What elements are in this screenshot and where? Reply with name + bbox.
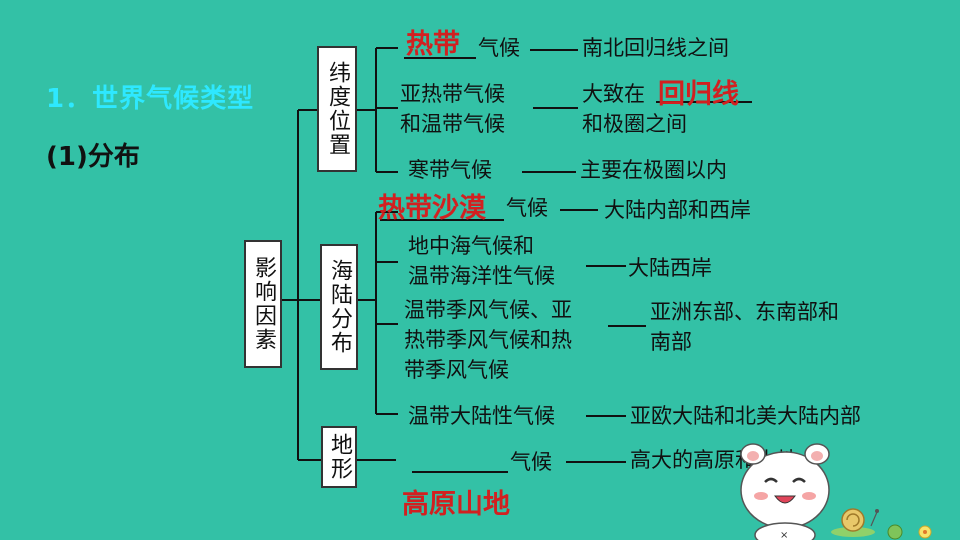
row-ls-1-suffix: 气候 (506, 196, 548, 220)
row-ls-3-left2: 热带季风气候和热 (404, 328, 572, 352)
group-box-terrain: 地形 (321, 426, 357, 488)
cartoon-cat-mascot-icon: × (740, 443, 932, 540)
answer-tropical: 热带 (406, 29, 460, 60)
section-title: 1．世界气候类型 (46, 84, 255, 114)
group-box-latitude: 纬度位置 (317, 46, 357, 172)
row-ls-3-left3: 带季风气候 (404, 358, 509, 382)
row-lat-1-suffix: 气候 (478, 36, 520, 60)
answer-plateau-mountain: 高原山地 (402, 489, 510, 520)
row-lat-3-result: 主要在极圈以内 (580, 158, 727, 182)
group-label-land-sea: 海陆分布 (327, 259, 352, 355)
row-ls-1-result: 大陆内部和西岸 (604, 198, 751, 222)
row-ls-2-result: 大陆西岸 (628, 256, 712, 280)
row-lat-2-result2: 和极圈之间 (582, 112, 687, 136)
answer-tropical-desert: 热带沙漠 (378, 193, 486, 224)
root-box-label: 影响因素 (251, 256, 276, 352)
row-lat-2-left2: 和温带气候 (400, 112, 505, 136)
section-subtitle: (1)分布 (46, 142, 140, 172)
row-lat-1-result: 南北回归线之间 (582, 36, 729, 60)
row-ls-3-result2: 南部 (650, 330, 692, 354)
svg-text:×: × (780, 530, 788, 540)
snail-icon (831, 508, 879, 537)
group-label-terrain: 地形 (327, 433, 352, 481)
row-ls-3-result1: 亚洲东部、东南部和 (650, 300, 839, 324)
answer-tropic-line: 回归线 (658, 79, 739, 110)
row-terrain-suffix: 气候 (510, 450, 552, 474)
group-box-land-sea: 海陆分布 (320, 244, 358, 370)
group-label-latitude: 纬度位置 (325, 61, 350, 157)
row-ls-2-left2: 温带海洋性气候 (408, 264, 555, 288)
row-ls-4-left: 温带大陆性气候 (408, 404, 555, 428)
row-ls-4-result: 亚欧大陆和北美大陆内部 (630, 404, 861, 428)
row-lat-3-left: 寒带气候 (408, 158, 492, 182)
row-lat-2-result-prefix: 大致在 (582, 82, 645, 106)
row-ls-3-left1: 温带季风气候、亚 (404, 298, 572, 322)
row-ls-2-left1: 地中海气候和 (408, 234, 534, 258)
row-lat-2-left1: 亚热带气候 (400, 82, 505, 106)
root-box-factors: 影响因素 (244, 240, 282, 368)
